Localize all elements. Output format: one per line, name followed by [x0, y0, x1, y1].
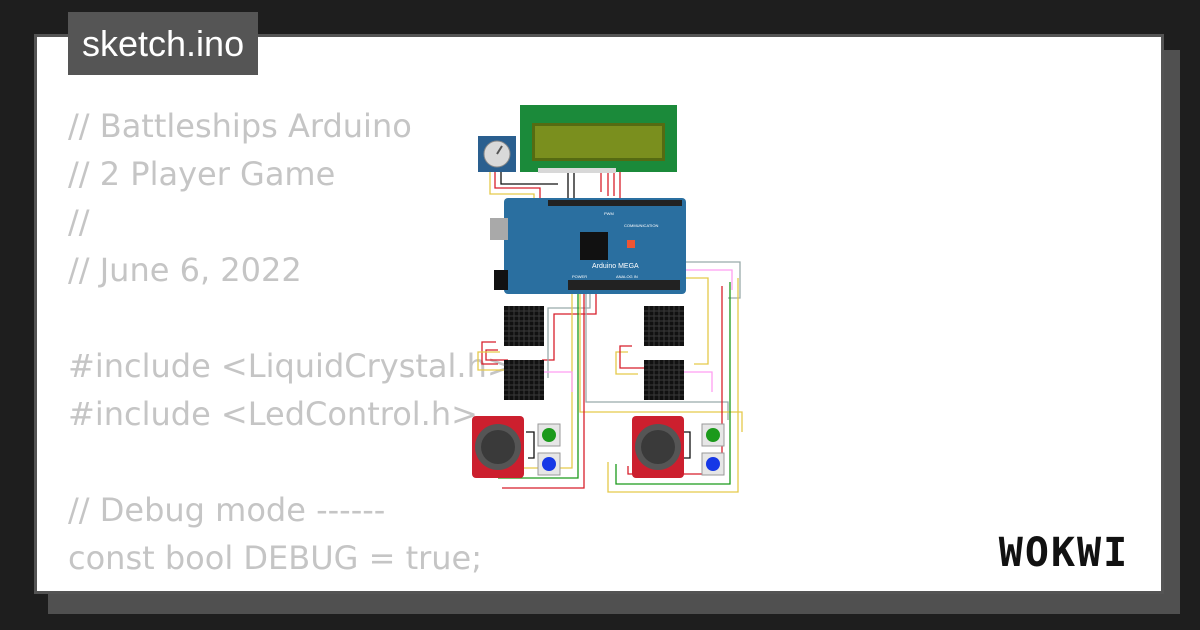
analog-label: ANALOG IN: [616, 274, 638, 279]
potentiometer: [478, 136, 516, 172]
file-tab[interactable]: sketch.ino: [68, 12, 259, 75]
button-blue-p2: [701, 452, 725, 476]
button-green-p2: [701, 423, 725, 447]
joystick-p2: [632, 416, 684, 478]
code-line: // 2 Player Game: [68, 155, 336, 193]
code-preview: // Battleships Arduino // 2 Player Game …: [68, 102, 514, 582]
code-line: #include <LiquidCrystal.h>: [68, 347, 514, 385]
code-line: //: [68, 203, 90, 241]
arduino-mega-board: Arduino MEGA ANALOG IN COMMUNICATION POW…: [490, 198, 686, 294]
code-line: // Debug mode ------: [68, 491, 386, 529]
code-line: // June 6, 2022: [68, 251, 302, 289]
power-label: POWER: [572, 274, 587, 279]
pwm-label: PWM: [604, 211, 614, 216]
code-line: [68, 294, 514, 342]
code-line: [68, 438, 514, 486]
button-green-p1: [537, 423, 561, 447]
code-line: #include <LedControl.h>: [68, 395, 478, 433]
circuit-diagram: Arduino MEGA ANALOG IN COMMUNICATION POW…: [472, 105, 743, 493]
wokwi-logo[interactable]: WOKWI: [976, 528, 1152, 576]
communication-label: COMMUNICATION: [624, 223, 658, 228]
button-blue-p1: [537, 452, 561, 476]
code-line: const bool DEBUG = true;: [68, 539, 483, 577]
board-name: Arduino MEGA: [592, 263, 639, 270]
lcd-display: [520, 105, 677, 173]
joystick-p1: [472, 416, 524, 478]
code-line: // Battleships Arduino: [68, 107, 412, 145]
wokwi-logo-text: WOKWI: [999, 530, 1129, 576]
matrix-grid: [504, 306, 684, 400]
